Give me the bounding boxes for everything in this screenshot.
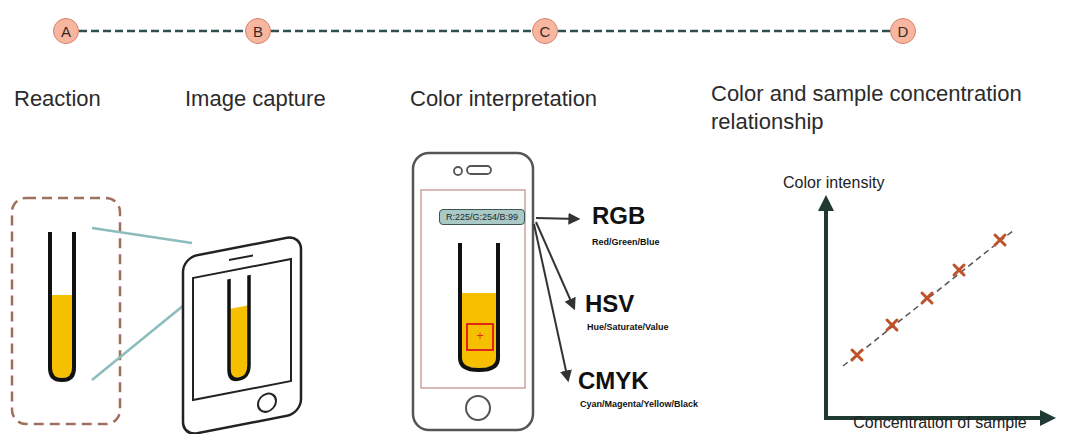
- color-model-name: HSV: [585, 290, 634, 318]
- tilted-phone: [183, 235, 301, 434]
- view-line: [92, 228, 192, 243]
- stage-title: Color and sample concentration relations…: [711, 80, 1081, 136]
- timeline-connector: [271, 30, 532, 33]
- color-model-detail: Red/Green/Blue: [592, 237, 660, 247]
- step-circle: D: [890, 18, 916, 44]
- leader-arrow: [536, 218, 578, 219]
- data-points: [852, 235, 1005, 360]
- node-text: D: [898, 23, 909, 40]
- timeline-connector: [79, 30, 245, 33]
- stage-title: Image capture: [185, 86, 326, 112]
- color-model-detail: Hue/Saturate/Value: [587, 322, 669, 332]
- test-tube-liquid: [50, 295, 74, 378]
- axis-label: Concentration of sample: [853, 414, 1026, 432]
- color-model-detail: Cyan/Magenta/Yellow/Black: [580, 399, 698, 409]
- node-text: B: [253, 23, 263, 40]
- node-text: A: [61, 23, 71, 40]
- timeline-connector: [558, 30, 890, 33]
- node-text: C: [540, 23, 551, 40]
- test-tube: [50, 232, 74, 380]
- smartphone: [413, 153, 533, 430]
- color-model-name: RGB: [592, 202, 645, 230]
- leader-arrow: [536, 222, 574, 308]
- node-text: R:225/G:254/B:99: [446, 212, 518, 222]
- trend-line: [843, 230, 1014, 366]
- axis-label: Color intensity: [783, 174, 884, 192]
- color-model-name: CMYK: [578, 367, 649, 395]
- leader-arrow: [534, 224, 568, 380]
- y-axis: [824, 203, 828, 420]
- reaction-frame: [12, 198, 120, 424]
- step-circle: B: [245, 18, 271, 44]
- stage-title: Reaction: [14, 86, 101, 112]
- step-circle: A: [53, 18, 79, 44]
- crosshair: +: [476, 330, 483, 342]
- color-value-box: R:225/G:254/B:99: [439, 209, 525, 225]
- stage-title: Color interpretation: [410, 86, 597, 112]
- step-circle: C: [532, 18, 558, 44]
